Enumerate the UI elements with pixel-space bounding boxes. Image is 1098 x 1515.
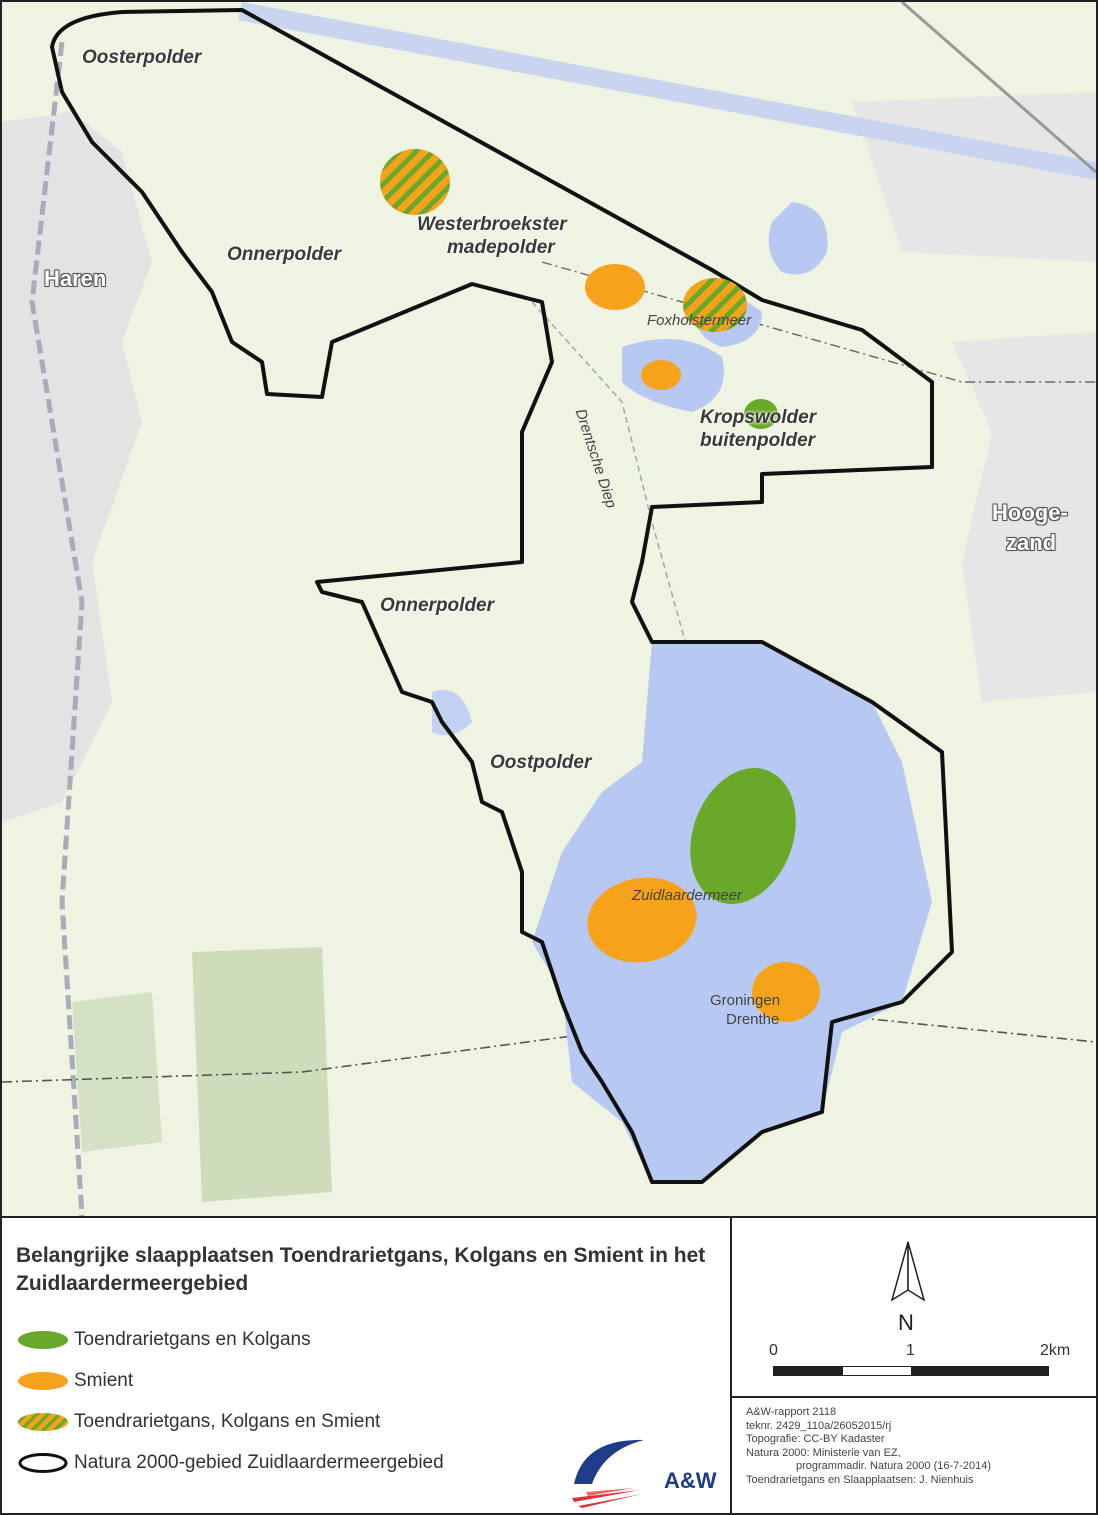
roost-green-kropswolder[interactable] bbox=[744, 399, 778, 429]
north-label: N bbox=[898, 1310, 914, 1335]
roost-smient-westerbroek-east[interactable] bbox=[585, 264, 645, 310]
roost-smient-zuidlaardermeer-west[interactable] bbox=[581, 869, 704, 971]
label-hoogezand-1: Hooge- bbox=[992, 500, 1068, 525]
credit-line: Toendrarietgans en Slaapplaatsen: J. Nie… bbox=[746, 1473, 974, 1486]
label-drenthe: Drenthe bbox=[726, 1011, 780, 1028]
label-oostpolder: Oostpolder bbox=[490, 752, 592, 773]
haren-urban-area bbox=[2, 112, 152, 822]
orange-ellipse-icon bbox=[16, 1369, 70, 1393]
green-ellipse-icon bbox=[16, 1328, 70, 1352]
aw-logo-icon bbox=[572, 1439, 644, 1508]
natura2000-boundary bbox=[50, 8, 954, 1184]
highway bbox=[29, 41, 85, 1216]
north-scale-panel: N 0 1 2km bbox=[732, 1216, 1096, 1396]
zuidlaardermeer-water bbox=[532, 642, 932, 1182]
legend-label-orange: Smient bbox=[74, 1370, 134, 1391]
label-zuidlaardermeer: Zuidlaardermeer bbox=[632, 887, 743, 904]
scale-label-0: 0 bbox=[769, 1342, 778, 1359]
municipal-border bbox=[541, 261, 1096, 383]
roost-mixed-westerbroek[interactable] bbox=[380, 149, 450, 215]
label-hoogezand-2: zand bbox=[1006, 530, 1057, 555]
legend-label-green: Toendrarietgans en Kolgans bbox=[74, 1329, 311, 1350]
credit-line: Natura 2000: Ministerie van EZ, bbox=[746, 1446, 901, 1459]
map-canvas[interactable]: Oosterpolder Onnerpolder Westerbroekster… bbox=[2, 2, 1096, 1216]
north-arrow-icon bbox=[890, 1241, 926, 1302]
label-kropswolder-1: Kropswolder bbox=[700, 407, 817, 428]
label-oosterpolder: Oosterpolder bbox=[82, 47, 202, 68]
map-svg bbox=[2, 2, 1096, 1216]
legend-item-orange: Smient bbox=[16, 1366, 133, 1396]
credit-line: programmadir. Natura 2000 (16-7-2014) bbox=[796, 1460, 992, 1472]
roost-green-zuidlaardermeer[interactable] bbox=[672, 753, 814, 919]
credits-panel: A&W-rapport 2118 teknr. 2429_110a/260520… bbox=[732, 1396, 1096, 1513]
railway bbox=[901, 2, 1096, 174]
aw-logo-text: A&W bbox=[664, 1468, 717, 1493]
legend-label-outline: Natura 2000-gebied Zuidlaardermeergebied bbox=[74, 1452, 444, 1473]
outline-ellipse-icon bbox=[16, 1451, 70, 1475]
roost-smient-zuidlaardermeer-south[interactable] bbox=[752, 962, 820, 1022]
forest-patch bbox=[192, 947, 332, 1202]
legend-title: Belangrijke slaapplaatsen Toendrarietgan… bbox=[16, 1244, 706, 1295]
forest-patch-west bbox=[72, 992, 162, 1152]
label-kropswolder-2: buitenpolder bbox=[700, 430, 816, 451]
legend-item-striped: Toendrarietgans, Kolgans en Smient bbox=[16, 1407, 380, 1437]
hoogezand-urban-area bbox=[952, 332, 1096, 702]
legend-panel: Belangrijke slaapplaatsen Toendrarietgan… bbox=[2, 1216, 732, 1513]
legend-item-outline: Natura 2000-gebied Zuidlaardermeergebied bbox=[16, 1448, 444, 1478]
scale-label-2km: 2km bbox=[1040, 1342, 1071, 1359]
credit-line: A&W-rapport 2118 bbox=[746, 1406, 837, 1418]
credit-line: teknr. 2429_110a/26052015/rj bbox=[746, 1419, 892, 1432]
label-onnerpolder-south: Onnerpolder bbox=[380, 595, 495, 616]
water-north bbox=[768, 202, 828, 275]
aw-logo: A&W bbox=[564, 1428, 724, 1510]
label-onnerpolder-north: Onnerpolder bbox=[227, 244, 342, 265]
label-foxholstermeer: Foxholstermeer bbox=[647, 312, 752, 329]
label-groningen: Groningen bbox=[710, 992, 781, 1009]
label-westerbroekster-2: madepolder bbox=[447, 237, 555, 258]
roost-smient-foxholster-south[interactable] bbox=[641, 360, 681, 390]
striped-ellipse-icon bbox=[16, 1410, 70, 1434]
label-westerbroekster-1: Westerbroekster bbox=[417, 214, 567, 235]
scale-bar bbox=[773, 1366, 1049, 1376]
legend-label-striped: Toendrarietgans, Kolgans en Smient bbox=[74, 1411, 381, 1432]
legend-item-green: Toendrarietgans en Kolgans bbox=[16, 1325, 311, 1355]
label-haren: Haren bbox=[44, 266, 107, 291]
canal bbox=[238, 2, 1096, 180]
scale-label-1: 1 bbox=[906, 1342, 915, 1359]
credit-line: Topografie: CC-BY Kadaster bbox=[746, 1433, 885, 1445]
roost-mixed-foxholster[interactable] bbox=[683, 278, 747, 332]
